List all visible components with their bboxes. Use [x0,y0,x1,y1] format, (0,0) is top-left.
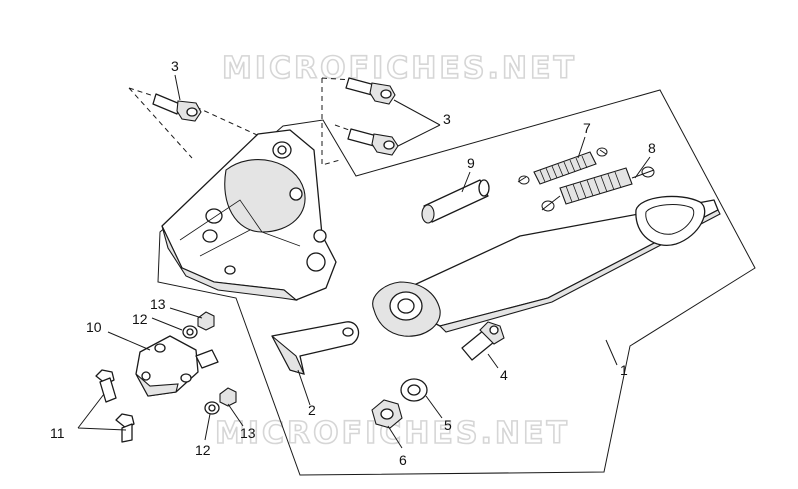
stand-bracket-2 [271,321,360,375]
screw-11-lower [115,413,135,443]
bolt-3-left [152,93,202,122]
frame-bracket [161,129,337,301]
callout-7: 7 [583,120,591,136]
callout-3: 3 [443,111,451,127]
assembly-outline [157,89,756,476]
callout-8: 8 [648,140,656,156]
leader-lines [77,74,651,449]
washer-12-upper [182,325,198,339]
callout-11: 11 [50,425,65,441]
callout-13: 13 [150,296,166,312]
bolt-guide-right [321,77,353,166]
spacer-tube-9 [421,179,490,224]
bolt-3-right-upper [345,77,396,105]
callout-5: 5 [444,417,452,433]
bolt-3-right-lower [347,128,399,156]
callout-13: 13 [240,425,256,441]
callout-3: 3 [171,58,179,74]
spring-8 [541,166,655,212]
nut-6 [371,399,403,429]
callout-6: 6 [399,452,407,468]
nut-13-upper [197,311,215,331]
callout-12: 12 [132,311,148,327]
callout-12: 12 [195,442,211,458]
stud-4 [461,321,505,361]
callout-10: 10 [86,319,102,335]
stand-switch-10 [135,335,219,397]
screw-11-upper [95,369,117,403]
callout-1: 1 [620,362,628,378]
watermark-top: MICROFICHES.NET [222,51,577,86]
callout-9: 9 [467,155,475,171]
side-stand-arm [372,195,721,337]
washer-5 [400,378,428,402]
spring-7 [517,147,608,185]
callout-2: 2 [308,402,316,418]
washer-12-lower [204,401,220,415]
callout-4: 4 [500,367,508,383]
nut-13-lower [219,387,237,407]
